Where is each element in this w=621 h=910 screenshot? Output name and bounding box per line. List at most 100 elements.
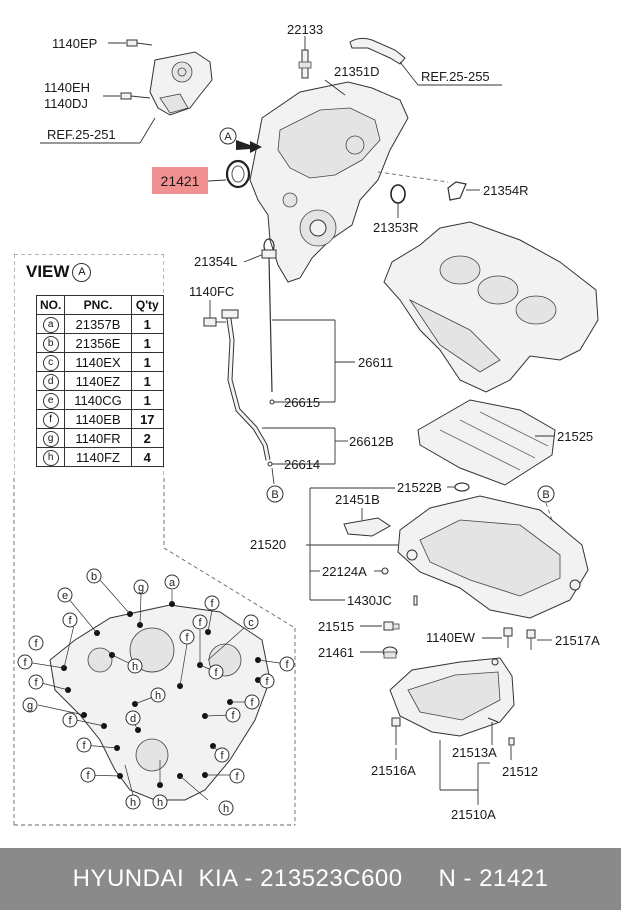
water-pump-illustration	[149, 51, 213, 116]
callout-21516A: 21516A	[371, 763, 416, 778]
callout-21354R: 21354R	[483, 183, 529, 198]
oring-21522B	[454, 482, 470, 492]
bolt-1140EH	[120, 92, 151, 100]
row-letter: g	[42, 431, 59, 447]
callout-21351D: 21351D	[334, 64, 380, 79]
marker-b-left	[266, 485, 284, 503]
svg-text:f: f	[265, 676, 269, 688]
svg-text:f: f	[68, 715, 72, 727]
drain-plug-21515	[383, 621, 400, 631]
callout-21515: 21515	[318, 619, 354, 634]
row-qty: 17	[130, 409, 165, 429]
footer-banner: HYUNDAI KIA - 213523C600 N - 21421	[0, 848, 621, 910]
lower-oil-pan-illustration	[389, 657, 515, 737]
bolt-21517A	[526, 629, 536, 650]
view-a-marker-letter: A	[224, 131, 232, 143]
callout-21513A: 21513A	[452, 745, 497, 760]
svg-text:b: b	[91, 571, 97, 583]
callout-21520: 21520	[250, 537, 286, 552]
row-pnc: 1140EX	[64, 352, 132, 372]
callout-26612B: 26612B	[349, 434, 394, 449]
row-qty: 4	[130, 447, 165, 467]
svg-text:f: f	[220, 750, 224, 762]
svg-text:g: g	[27, 700, 33, 712]
svg-text:c: c	[248, 617, 254, 629]
svg-text:h: h	[155, 690, 161, 702]
gasket-21513A	[487, 717, 499, 723]
row-qty: 2	[130, 428, 165, 448]
svg-text:f: f	[285, 659, 289, 671]
sensor-22133	[298, 49, 312, 79]
svg-text:f: f	[34, 638, 38, 650]
callout-22124A: 22124A	[322, 564, 367, 579]
callout-21517A: 21517A	[555, 633, 600, 648]
callout-21421: 21421	[161, 173, 200, 189]
svg-text:f: f	[82, 740, 86, 752]
callout-21451B: 21451B	[335, 492, 380, 507]
parts-diagram: 1140EP 1140EH 1140DJ REF.25-251 22133 RE…	[13, 22, 600, 826]
svg-text:e: e	[62, 590, 68, 602]
oring-21353R	[390, 184, 406, 204]
view-a-letter-callouts: a b g e f c f f f f f f g f f f h h h f …	[17, 568, 295, 816]
row-letter: a	[42, 317, 59, 333]
row-pnc: 1140EZ	[64, 371, 132, 391]
svg-text:f: f	[34, 677, 38, 689]
header-pnc: PNC.	[64, 295, 132, 315]
row-pnc: 1140FZ	[64, 447, 132, 467]
bolt-1140FC	[203, 317, 226, 327]
callout-1140EP: 1140EP	[52, 36, 97, 51]
marker-b-left-letter: B	[271, 489, 278, 501]
ref-25-251: REF.25-251	[47, 127, 116, 142]
view-arrow-icon	[236, 140, 262, 153]
row-qty: 1	[130, 352, 165, 372]
callout-26614: 26614	[284, 457, 320, 472]
callout-1140EW: 1140EW	[426, 630, 476, 645]
row-letter: d	[42, 374, 59, 390]
callout-21353R: 21353R	[373, 220, 419, 235]
dipstick-tube-illustration	[221, 309, 271, 461]
baffle-21525	[417, 399, 556, 486]
svg-text:d: d	[130, 713, 136, 725]
svg-text:f: f	[250, 697, 254, 709]
callout-1140FC: 1140FC	[189, 284, 234, 299]
bolt-1140EW	[503, 627, 513, 648]
header-no: NO.	[35, 295, 66, 315]
svg-text:f: f	[231, 710, 235, 722]
bolt-1140EP	[126, 39, 153, 47]
callout-21512: 21512	[502, 764, 538, 779]
svg-text:f: f	[68, 615, 72, 627]
header-qty: Q'ty	[130, 295, 165, 315]
row-pnc: 21356E	[64, 333, 132, 353]
breather-hose-illustration	[349, 37, 406, 65]
table-header-row: NO. PNC. Q'ty	[35, 295, 165, 315]
callout-21510A: 21510A	[451, 807, 496, 822]
row-letter: c	[42, 355, 59, 371]
row-qty: 1	[130, 333, 165, 353]
dipstick-illustration	[261, 249, 277, 393]
svg-text:f: f	[185, 632, 189, 644]
row-pnc: 1140EB	[64, 409, 132, 429]
callout-26611: 26611	[358, 355, 393, 370]
callout-21522B: 21522B	[397, 480, 442, 495]
gasket-21354R	[447, 181, 467, 201]
row-qty: 1	[130, 371, 165, 391]
oil-filter-cap-21461	[382, 646, 398, 659]
oil-seal-21421	[225, 159, 251, 189]
svg-text:g: g	[138, 582, 144, 594]
row-letter: f	[42, 412, 59, 428]
callout-26615: 26615	[284, 395, 320, 410]
highlight-21421-text-layer: 21421	[161, 173, 200, 189]
callout-1430JC: 1430JC	[347, 593, 392, 608]
row-letter: e	[42, 393, 59, 409]
highlight-21421	[152, 167, 208, 194]
svg-text:h: h	[223, 803, 229, 815]
washer-21512	[508, 737, 515, 746]
callout-21354L: 21354L	[194, 254, 237, 269]
